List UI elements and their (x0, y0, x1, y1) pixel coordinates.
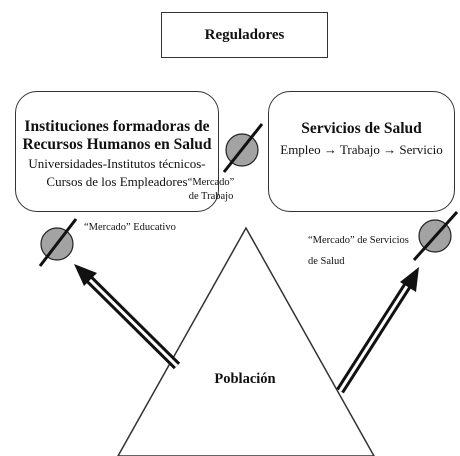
institutions-subtitle-line1: Universidades-Institutos técnicos- (28, 155, 206, 171)
institutions-subtitle-line2: Cursos de los Empleadores (46, 173, 188, 189)
institutions-box: Instituciones formadoras de Recursos Hum… (15, 91, 219, 212)
services-box: Servicios de Salud Empleo → Trabajo → Se… (268, 91, 455, 212)
market-services-label-line1: “Mercado” de Servicios (308, 235, 409, 246)
services-flow: Empleo → Trabajo → Servicio (280, 142, 443, 157)
market-services-label: “Mercado” de Servicios de Salud (308, 230, 426, 272)
arrow-to-education-market (74, 264, 181, 370)
services-title: Servicios de Salud (301, 120, 422, 137)
market-services-symbol (412, 210, 459, 262)
market-work-label-line1: “Mercado” (187, 177, 235, 188)
market-work-label: “Mercado” de Trabajo (183, 176, 239, 204)
population-label: Población (214, 371, 276, 387)
regulators-label: Reguladores (204, 26, 285, 43)
regulators-box: Reguladores (161, 12, 328, 58)
market-work-label-line2: de Trabajo (188, 191, 234, 202)
institutions-title-line2: Recursos Humanos en Salud (22, 135, 212, 153)
market-education-symbol (38, 218, 78, 267)
market-work-symbol (222, 123, 264, 173)
population-triangle (117, 226, 375, 456)
institutions-title-line1: Instituciones formadoras de (24, 117, 210, 135)
market-education-label: “Mercado” Educativo (84, 222, 176, 233)
market-services-label-line2: de Salud (308, 256, 345, 267)
arrow-to-services-market (336, 267, 419, 394)
